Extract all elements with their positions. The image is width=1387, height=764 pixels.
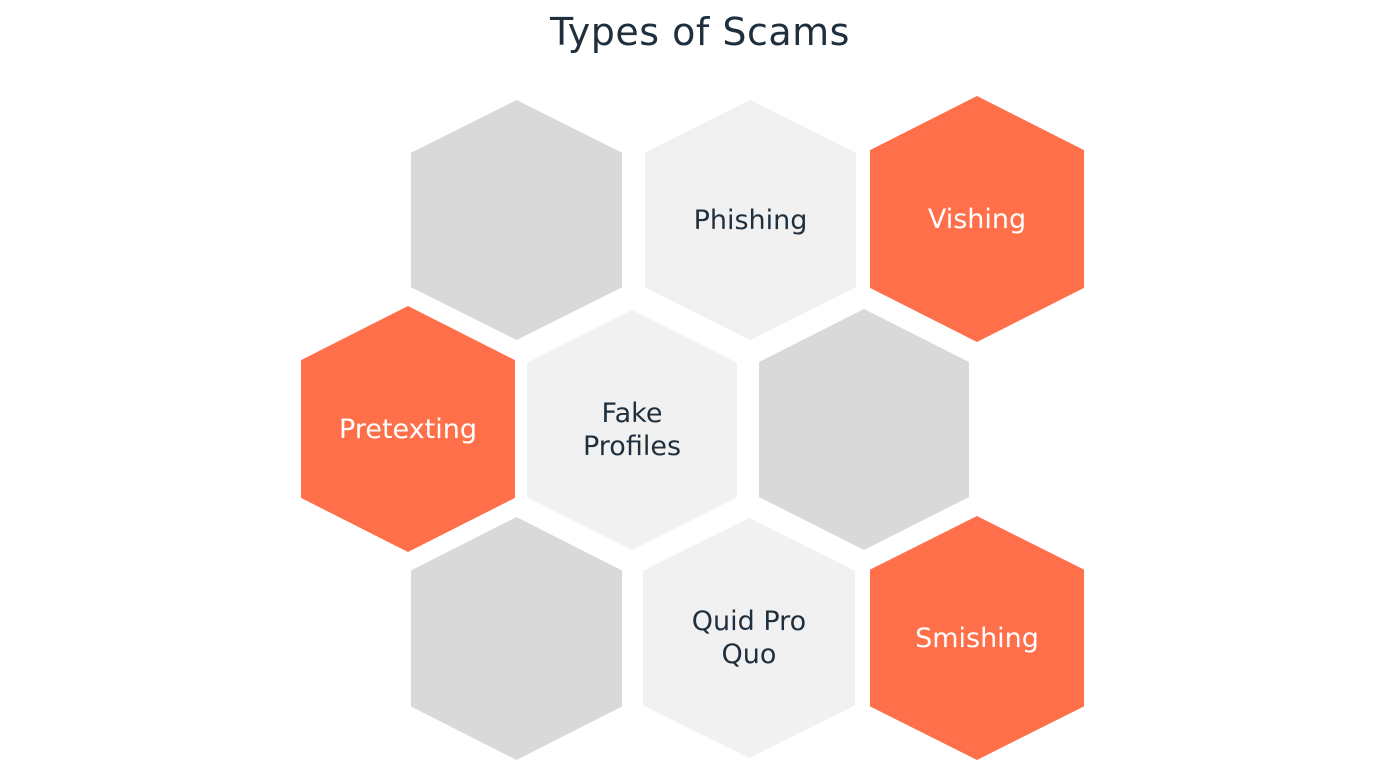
hexagon-quid-pro-quo: Quid Pro Quo xyxy=(643,518,855,758)
hexagon-vishing: Vishing xyxy=(870,96,1084,342)
hexagon-empty xyxy=(411,517,622,760)
hexagon-label: Phishing xyxy=(693,204,808,236)
hexagon-empty xyxy=(759,309,969,550)
hexagon-label: Quid Pro Quo xyxy=(691,606,807,670)
hexagon-label: Smishing xyxy=(915,622,1039,654)
hexagon-label: Pretexting xyxy=(339,413,477,445)
hexagon-smishing: Smishing xyxy=(870,516,1084,760)
diagram-title: Types of Scams xyxy=(550,10,850,54)
hexagon-label: Vishing xyxy=(927,203,1027,235)
hexagon-phishing: Phishing xyxy=(645,100,856,340)
hexagon-fake-profiles: Fake Profiles xyxy=(527,310,737,550)
hexagon-label: Fake Profiles xyxy=(582,398,682,462)
hexagon-empty xyxy=(411,100,622,340)
hexagon-pretexting: Pretexting xyxy=(301,306,515,552)
